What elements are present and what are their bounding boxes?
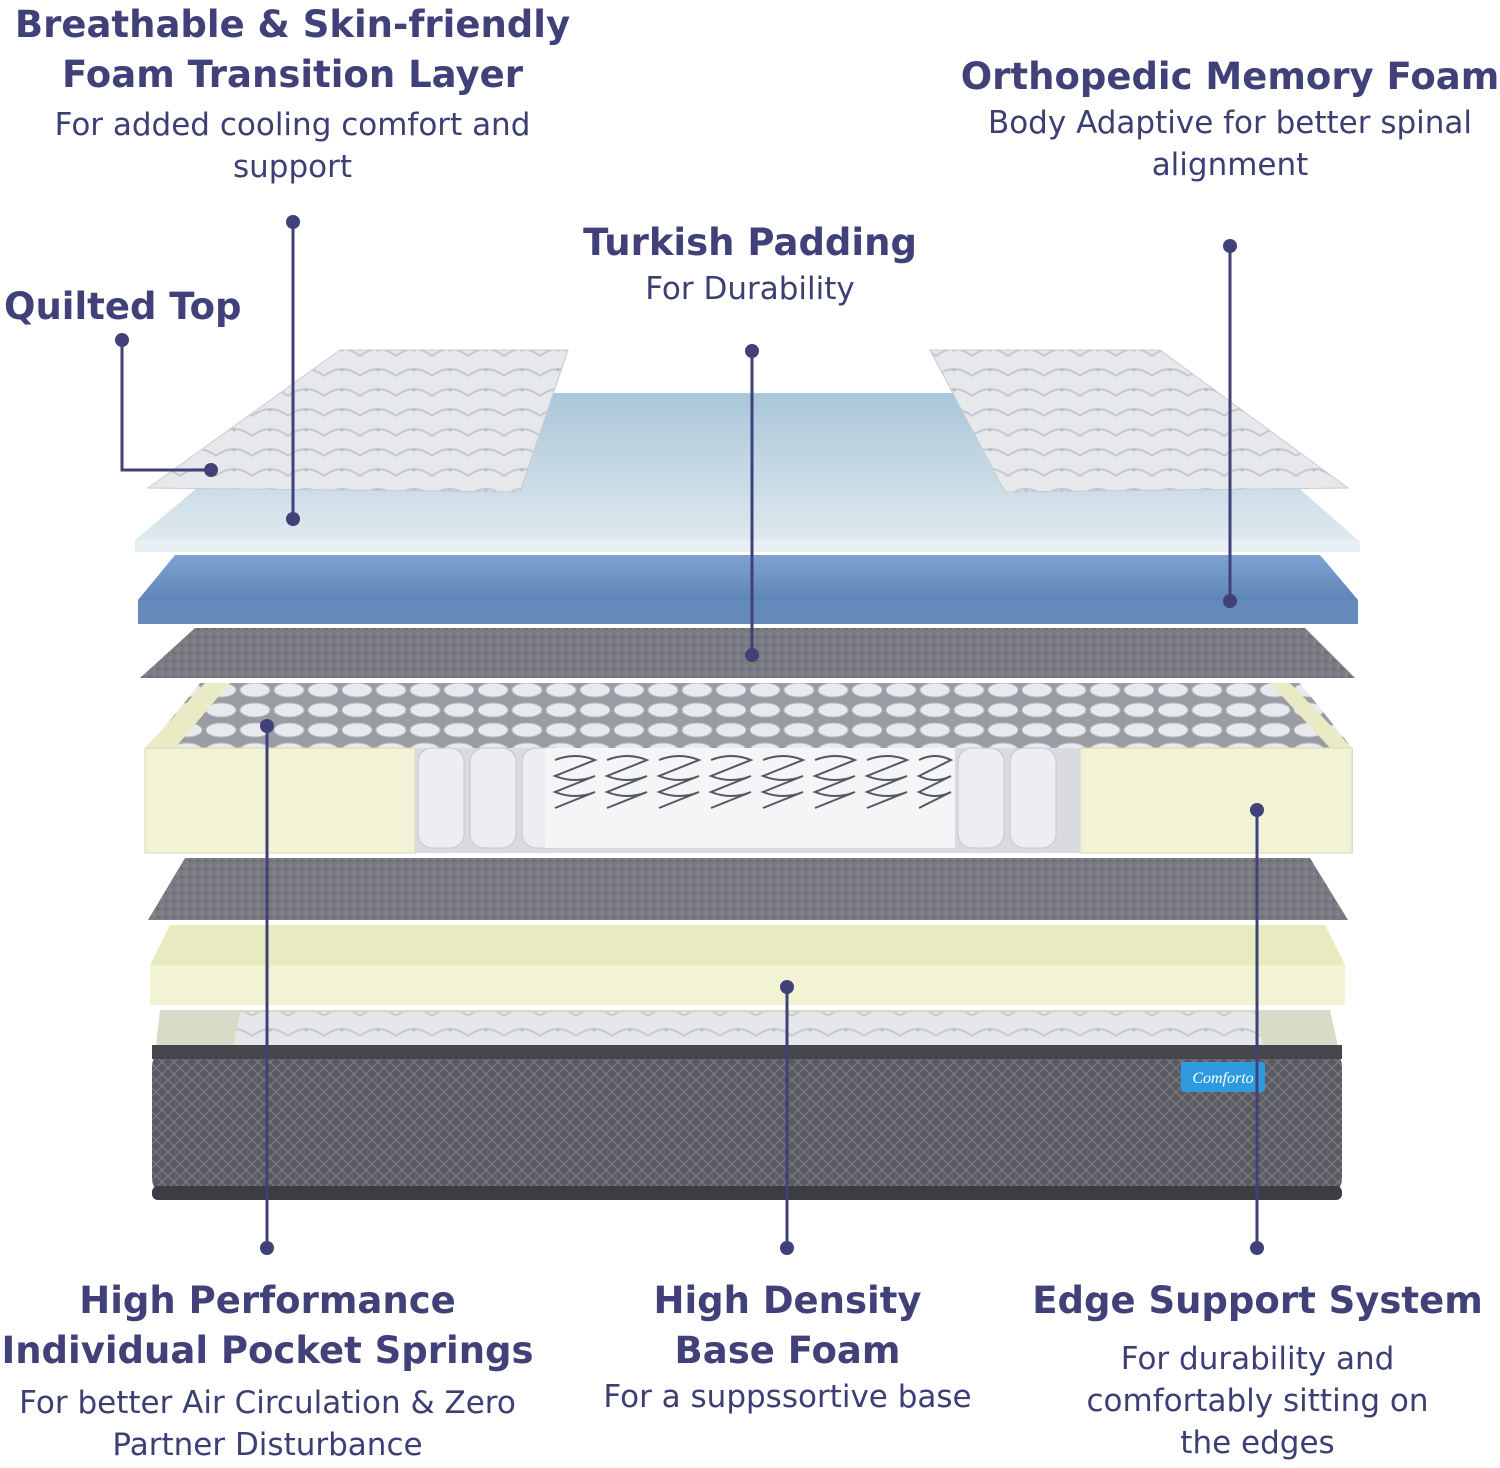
springs-desc-line2: Partner Disturbance: [112, 1427, 423, 1463]
springs-title-line2: Individual Pocket Springs: [1, 1329, 534, 1372]
springs-desc-line1: For better Air Circulation & Zero: [19, 1385, 516, 1421]
orthopedic-foam-label: Orthopedic Memory Foam Body Adaptive for…: [950, 52, 1500, 186]
edge-title: Edge Support System: [1032, 1279, 1483, 1322]
basefoam-title-line2: Base Foam: [674, 1329, 901, 1372]
edge-desc-line1: For durability and: [1120, 1341, 1395, 1377]
base-foam-layer: [150, 925, 1345, 1005]
lower-felt-layer: [148, 858, 1348, 920]
mattress-base-cover: [152, 1010, 1342, 1200]
basefoam-title-line1: High Density: [653, 1279, 922, 1322]
edge-support-foam-left: [144, 683, 416, 854]
callout-lines: [120, 222, 1259, 1248]
edge-desc-line2: comfortably sitting on: [1086, 1383, 1429, 1419]
breathable-desc-line1: For added cooling comfort and: [54, 107, 531, 143]
edge-desc-line3: the edges: [1180, 1425, 1335, 1461]
quilted-top-label: Quilted Top: [0, 282, 254, 332]
brand-badge-text: Comforto: [1192, 1070, 1253, 1087]
turkish-title: Turkish Padding: [583, 221, 917, 264]
basefoam-desc: For a suppssortive base: [603, 1379, 972, 1415]
callout-dots: [115, 215, 1264, 1255]
springs-title-line1: High Performance: [79, 1279, 456, 1322]
quilted-title: Quilted Top: [4, 285, 242, 328]
memory-foam-layer: [138, 555, 1358, 624]
exposed-coils: [545, 748, 955, 848]
breathable-title-line2: Foam Transition Layer: [62, 53, 523, 96]
edge-support-foam-right: [1079, 683, 1353, 854]
turkish-padding-label: Turkish Padding For Durability: [545, 218, 955, 310]
quilted-top-left: [146, 349, 569, 493]
ortho-desc-line2: alignment: [1151, 147, 1309, 183]
brand-badge: Comforto: [1181, 1062, 1265, 1092]
pocket-springs-label: High Performance Individual Pocket Sprin…: [0, 1276, 535, 1466]
breathable-desc-line2: support: [232, 149, 353, 185]
pocket-spring-unit: [144, 683, 1353, 854]
quilted-top-right: [929, 349, 1350, 493]
breathable-foam-label: Breathable & Skin-friendly Foam Transiti…: [0, 0, 585, 188]
ortho-title: Orthopedic Memory Foam: [960, 55, 1500, 98]
turkish-desc: For Durability: [645, 271, 855, 307]
breathable-title-line1: Breathable & Skin-friendly: [14, 3, 571, 46]
ortho-desc-line1: Body Adaptive for better spinal: [987, 105, 1473, 141]
edge-support-label: Edge Support System For durability and c…: [1020, 1276, 1495, 1464]
base-foam-label: High Density Base Foam For a suppssortiv…: [575, 1276, 1000, 1418]
